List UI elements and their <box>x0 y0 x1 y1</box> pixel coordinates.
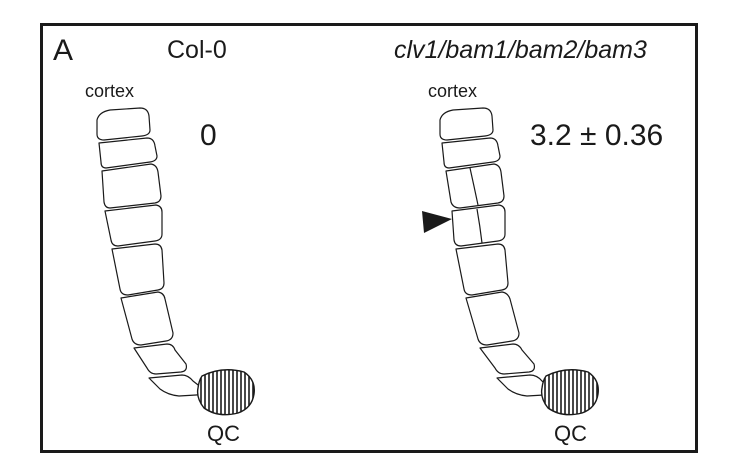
right-qc-label: QC <box>554 421 587 446</box>
right-cell-7 <box>479 343 536 375</box>
right-genotype-title: clv1/bam1/bam2/bam3 <box>394 36 647 64</box>
right-cell-2 <box>441 137 501 169</box>
left-quiescent-center <box>196 369 255 416</box>
arrowhead-icon <box>422 211 452 233</box>
left-division-count: 0 <box>200 119 217 152</box>
right-periclinal-division-2 <box>476 208 483 244</box>
right-cell-1 <box>439 107 494 141</box>
panel-label: A <box>53 34 74 67</box>
right-cell-3 <box>445 163 505 209</box>
right-cortex-label: cortex <box>428 81 478 101</box>
left-cell-7 <box>133 343 188 375</box>
figure-panel-frame <box>40 23 698 453</box>
left-cell-1 <box>96 107 151 141</box>
right-cell-5 <box>455 243 509 296</box>
left-cell-2 <box>98 137 158 169</box>
left-cell-6 <box>120 291 174 346</box>
right-cell-4 <box>451 204 506 247</box>
right-periclinal-division-1 <box>469 167 479 206</box>
left-cortex-label: cortex <box>85 81 135 101</box>
left-cortex-cell-file <box>96 107 203 397</box>
right-division-count: 3.2 ± 0.36 <box>530 119 664 152</box>
left-cell-4 <box>104 204 163 247</box>
left-genotype-title: Col-0 <box>167 36 227 64</box>
right-cortex-cell-file <box>439 107 551 397</box>
right-quiescent-center <box>540 369 599 416</box>
left-qc-label: QC <box>207 421 240 446</box>
left-cell-8 <box>148 374 203 397</box>
left-cell-5 <box>111 243 165 296</box>
left-cell-3 <box>101 163 162 209</box>
right-cell-6 <box>465 291 520 346</box>
